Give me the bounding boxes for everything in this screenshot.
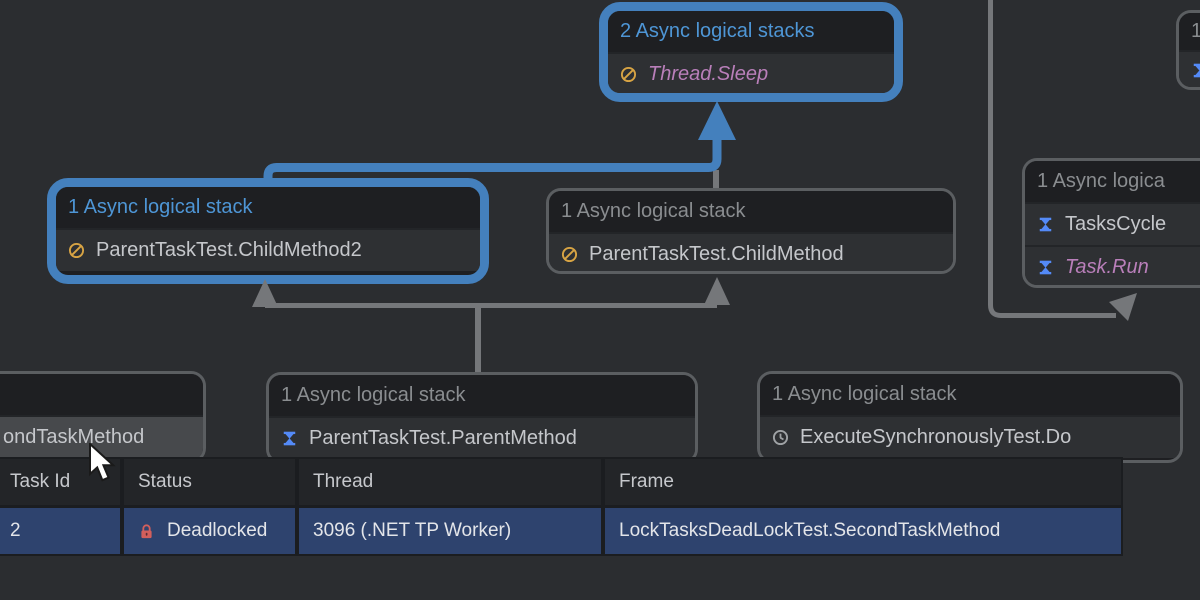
stack-node-secondtaskmethod[interactable]: ondTaskMethod bbox=[0, 371, 206, 463]
clock-icon bbox=[772, 429, 789, 446]
frame-cell: LockTasksDeadLockTest.SecondTaskMethod bbox=[601, 508, 1121, 554]
col-header-task-id: Task Id bbox=[0, 459, 120, 505]
frame-method-name: Task.Run bbox=[1065, 256, 1149, 278]
node-header: 1 Async logical stack bbox=[760, 374, 1180, 415]
node-header: 1 Async logica bbox=[1025, 161, 1200, 202]
node-header bbox=[0, 374, 203, 415]
frame-method-name: ParentTaskTest.ChildMethod bbox=[589, 243, 844, 265]
col-header-thread: Thread bbox=[295, 459, 601, 505]
col-header-frame: Frame bbox=[601, 459, 1121, 505]
prohibited-icon bbox=[620, 66, 637, 83]
prohibited-icon bbox=[68, 242, 85, 259]
task-row-selected[interactable]: 2 Deadlocked 3096 (.NET TP Worker) LockT… bbox=[0, 508, 1121, 554]
hourglass-icon bbox=[1039, 217, 1052, 232]
stack-frame[interactable]: TasksCycle bbox=[1025, 202, 1200, 245]
stack-node-corner[interactable]: 1 bbox=[1176, 10, 1200, 90]
stack-node-taskscycle[interactable]: 1 Async logica TasksCycle Task.Run bbox=[1022, 158, 1200, 288]
hourglass-icon bbox=[283, 431, 296, 446]
stack-node-childmethod[interactable]: 1 Async logical stack ParentTaskTest.Chi… bbox=[546, 188, 956, 274]
stack-frame[interactable]: ExecuteSynchronouslyTest.Do bbox=[760, 415, 1180, 458]
stack-node-childmethod2[interactable]: 1 Async logical stack ParentTaskTest.Chi… bbox=[47, 178, 489, 284]
stack-frame[interactable] bbox=[1179, 50, 1200, 87]
task-id-cell: 2 bbox=[0, 508, 120, 554]
tasks-table: Task Id Status Thread Frame 2 Deadlocked… bbox=[0, 457, 1123, 556]
stack-frame[interactable]: ParentTaskTest.ChildMethod2 bbox=[56, 228, 480, 271]
hourglass-icon bbox=[1039, 260, 1052, 275]
node-header: 1 Async logical stack bbox=[269, 375, 695, 416]
frame-method-name: ExecuteSynchronouslyTest.Do bbox=[800, 426, 1072, 448]
node-header: 1 Async logical stack bbox=[549, 191, 953, 232]
stack-frame[interactable]: Task.Run bbox=[1025, 245, 1200, 285]
thread-cell: 3096 (.NET TP Worker) bbox=[295, 508, 601, 554]
stack-frame[interactable]: ParentTaskTest.ParentMethod bbox=[269, 416, 695, 459]
stack-frame[interactable]: Thread.Sleep bbox=[608, 52, 894, 93]
stack-node-parentmethod[interactable]: 1 Async logical stack ParentTaskTest.Par… bbox=[266, 372, 698, 464]
frame-method-name: ParentTaskTest.ParentMethod bbox=[309, 427, 577, 449]
node-header: 2 Async logical stacks bbox=[608, 11, 894, 52]
frame-method-name: Thread.Sleep bbox=[648, 63, 769, 85]
node-header: 1 Async logical stack bbox=[56, 187, 480, 228]
tasks-table-header: Task Id Status Thread Frame bbox=[0, 459, 1121, 508]
frame-method-name: ParentTaskTest.ChildMethod2 bbox=[96, 239, 362, 261]
frame-method-name: ondTaskMethod bbox=[3, 426, 145, 448]
status-text: Deadlocked bbox=[167, 520, 268, 541]
prohibited-icon bbox=[561, 246, 578, 263]
col-header-status: Status bbox=[120, 459, 295, 505]
stack-frame[interactable]: ParentTaskTest.ChildMethod bbox=[549, 232, 953, 271]
stack-node-executesynchronously[interactable]: 1 Async logical stack ExecuteSynchronous… bbox=[757, 371, 1183, 463]
node-header: 1 bbox=[1179, 13, 1200, 50]
stack-node-thread-sleep[interactable]: 2 Async logical stacks Thread.Sleep bbox=[599, 2, 903, 102]
stack-frame-highlighted[interactable]: ondTaskMethod bbox=[0, 415, 203, 458]
lock-icon bbox=[141, 524, 152, 538]
hourglass-icon bbox=[1193, 63, 1200, 78]
status-cell: Deadlocked bbox=[120, 508, 295, 554]
frame-method-name: TasksCycle bbox=[1065, 213, 1167, 235]
